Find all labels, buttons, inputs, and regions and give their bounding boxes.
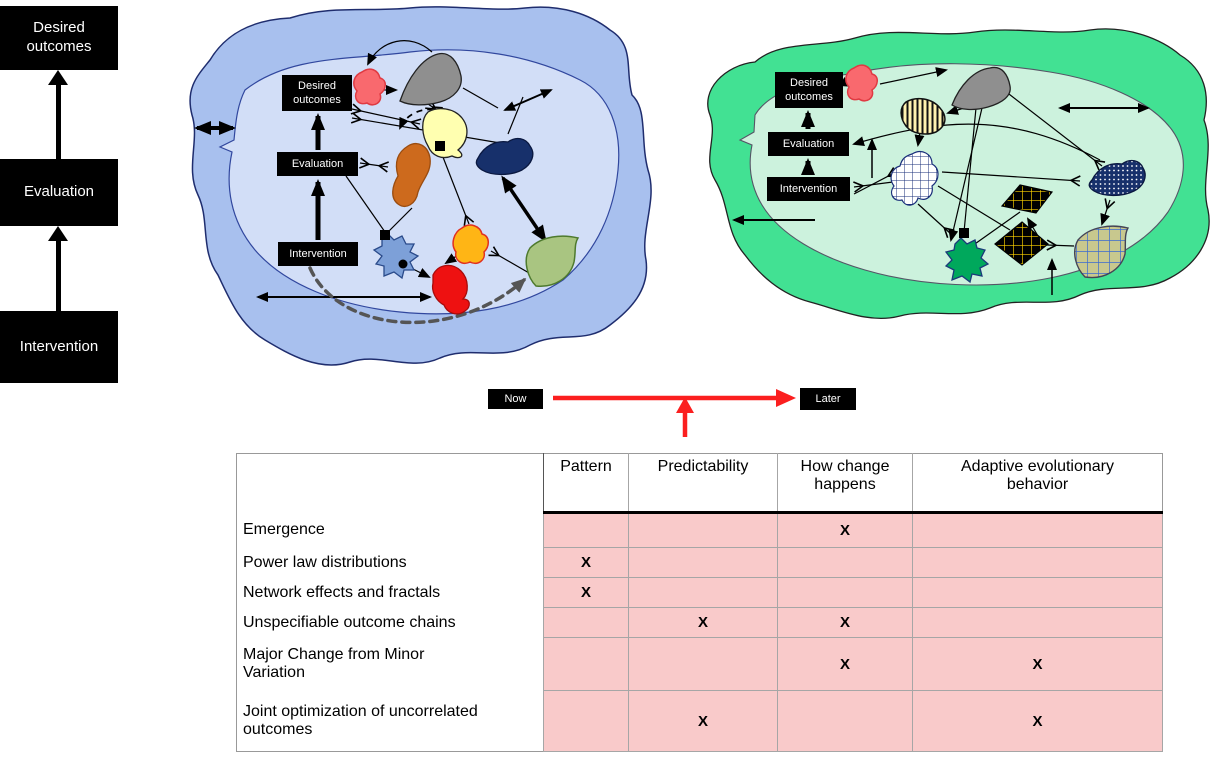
table-cell bbox=[543, 637, 629, 691]
row-label: Network effects and fractals bbox=[236, 577, 544, 608]
row-label-text: Power law distributions bbox=[243, 553, 407, 571]
up-arrow-stem bbox=[56, 240, 61, 311]
table-row-network-effects: Network effects and fractals X bbox=[236, 577, 1163, 608]
pale-yellow-blob bbox=[422, 107, 468, 159]
header-label: Predictability bbox=[657, 458, 749, 475]
table-cell: X bbox=[777, 512, 913, 548]
table-cell bbox=[777, 577, 913, 608]
table-row-power-law: Power law distributions X bbox=[236, 547, 1163, 578]
table-cell bbox=[912, 512, 1163, 548]
table-row-major-change: Major Change from Minor Variation X X bbox=[236, 637, 1163, 691]
navy-blob bbox=[475, 137, 534, 176]
connector-node-markers bbox=[380, 141, 445, 269]
up-arrowhead bbox=[48, 70, 68, 85]
blue-evaluation-box: Evaluation bbox=[277, 152, 358, 176]
table-cell: X bbox=[628, 690, 778, 752]
gray-triangle-blob bbox=[951, 66, 1011, 111]
header-predictability: Predictability bbox=[628, 453, 778, 514]
timeline-arrows bbox=[553, 389, 796, 437]
table-header-row: Pattern Predictability How change happen… bbox=[236, 453, 1163, 514]
header-how-change-happens: How change happens bbox=[777, 453, 913, 514]
table-cell: X bbox=[777, 607, 913, 638]
table-cell: X bbox=[777, 637, 913, 691]
table-cell bbox=[628, 547, 778, 578]
grid-parallelogram bbox=[1000, 184, 1054, 214]
red-up-arrow bbox=[676, 397, 694, 437]
table-cell: X bbox=[543, 577, 629, 608]
table-cell bbox=[777, 690, 913, 752]
green-leaf-blob bbox=[525, 235, 580, 287]
table-cell: X bbox=[628, 607, 778, 638]
gray-triangle-blob bbox=[399, 52, 462, 106]
amber-blob bbox=[452, 224, 489, 264]
thick-double-arrow-navy-leaf bbox=[501, 175, 547, 243]
header-pattern: Pattern bbox=[543, 453, 629, 514]
blue-desired-outcomes-box: Desired outcomes bbox=[282, 75, 352, 111]
leftflow-evaluation-box: Evaluation bbox=[0, 159, 118, 226]
table-cell: X bbox=[912, 690, 1163, 752]
row-label-text: Emergence bbox=[243, 521, 325, 538]
header-empty-cell bbox=[236, 453, 544, 513]
green-system-diagram bbox=[707, 28, 1210, 320]
salmon-blob bbox=[845, 64, 878, 102]
table-cell bbox=[912, 577, 1163, 608]
table-cell bbox=[543, 607, 629, 638]
grid-diamond bbox=[994, 221, 1049, 266]
table-cell: X bbox=[912, 637, 1163, 691]
header-label: How change happens bbox=[800, 458, 890, 493]
complexity-matrix-table: Pattern Predictability How change happen… bbox=[236, 453, 1163, 752]
light-blue-jagged-blob bbox=[372, 233, 420, 280]
green-evaluation-box: Evaluation bbox=[768, 132, 849, 156]
table-cell bbox=[777, 547, 913, 578]
pink-blob bbox=[353, 68, 386, 106]
green-desired-outcomes-box: Desired outcomes bbox=[775, 72, 843, 108]
row-label-text: Unspecifiable outcome chains bbox=[243, 613, 456, 631]
row-label-text: Joint optimization of uncorrelated outco… bbox=[243, 702, 478, 738]
row-label-text: Network effects and fractals bbox=[243, 583, 441, 601]
connector-node-marker bbox=[959, 228, 969, 238]
table-cell bbox=[543, 690, 629, 752]
dotted-navy-blob bbox=[1088, 159, 1146, 197]
table-cell bbox=[628, 577, 778, 608]
grid-leaf-blob bbox=[1074, 225, 1130, 279]
row-label: Major Change from Minor Variation bbox=[236, 637, 544, 691]
header-adaptive-evolutionary-behavior: Adaptive evolutionary behavior bbox=[912, 453, 1163, 514]
later-box: Later bbox=[800, 388, 856, 410]
striped-blob bbox=[900, 97, 946, 135]
dashed-feedback-arrow bbox=[308, 266, 527, 325]
row-label: Unspecifiable outcome chains bbox=[236, 607, 544, 638]
row-label-text: Major Change from Minor Variation bbox=[243, 646, 425, 681]
up-arrow-stem bbox=[56, 84, 61, 159]
green-jagged-blob bbox=[944, 237, 990, 284]
blue-system-diagram bbox=[189, 6, 652, 366]
table-cell bbox=[628, 637, 778, 691]
red-timeline-arrow bbox=[553, 389, 796, 407]
dashed-short-arrow bbox=[399, 108, 455, 130]
leftflow-desired-outcomes-box: Desired outcomes bbox=[0, 6, 118, 70]
row-label: Joint optimization of uncorrelated outco… bbox=[236, 690, 544, 752]
table-cell bbox=[628, 512, 778, 548]
table-row-emergence: Emergence X bbox=[236, 512, 1163, 548]
table-cell: X bbox=[543, 547, 629, 578]
header-label: Pattern bbox=[560, 458, 612, 475]
crosshatch-cloud-blob bbox=[890, 151, 939, 206]
leftflow-intervention-box: Intervention bbox=[0, 311, 118, 383]
table-cell bbox=[912, 607, 1163, 638]
red-blob bbox=[431, 264, 470, 315]
table-cell bbox=[912, 547, 1163, 578]
up-arrowhead bbox=[48, 226, 68, 241]
blue-intervention-box: Intervention bbox=[278, 242, 358, 266]
row-label: Emergence bbox=[236, 512, 544, 548]
row-label: Power law distributions bbox=[236, 547, 544, 578]
boundary-double-arrow-topright bbox=[503, 89, 553, 111]
header-label: Adaptive evolutionary behavior bbox=[961, 458, 1114, 493]
now-box: Now bbox=[488, 389, 543, 409]
table-cell bbox=[543, 512, 629, 548]
green-intervention-box: Intervention bbox=[767, 177, 850, 201]
orange-blob bbox=[392, 143, 431, 207]
table-row-joint-optimization: Joint optimization of uncorrelated outco… bbox=[236, 690, 1163, 752]
table-row-unspecifiable-chains: Unspecifiable outcome chains X X bbox=[236, 607, 1163, 638]
